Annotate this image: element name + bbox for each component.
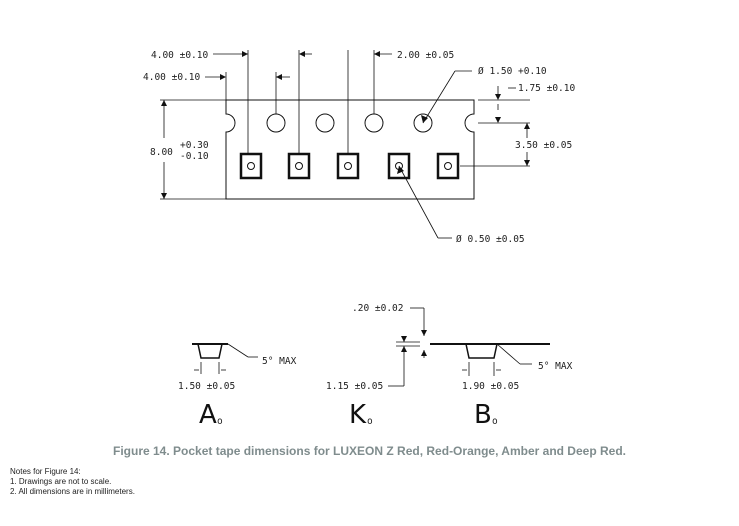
dim-line-edge-to-hole [478,86,530,124]
sprocket-hole [266,113,286,133]
arrowheads [161,51,530,356]
dim-hole-diameter: Ø 1.50 +0.10 [478,66,547,77]
view-label-a0: A [199,400,217,430]
dim-hole-to-pocket: 2.00 ±0.05 [397,50,454,61]
dim-a0-width: 1.50 ±0.05 [178,381,235,392]
sprocket-hole [413,113,433,133]
dim-tape-width-tol-minus: -0.10 [180,151,209,162]
view-label-b0-sub: o [492,416,498,427]
dim-b0-angle: 5° MAX [538,361,573,372]
pocket [436,152,460,180]
dim-b0-width: 1.90 ±0.05 [462,381,519,392]
dim-pitch-second: 4.00 ±0.10 [143,72,200,83]
b0-section [430,343,550,376]
notes-title: Notes for Figure 14: [10,467,81,476]
k0-section [388,307,425,387]
dim-line-tape-width [160,99,226,200]
figure-caption: Figure 14. Pocket tape dimensions for LU… [113,444,626,458]
view-label-k0: K [349,400,367,430]
pocket [287,152,311,180]
dim-line-pitch-second [205,72,290,114]
view-label-k0-sub: o [367,416,373,427]
dim-k0-depth: 1.15 ±0.05 [326,381,383,392]
dim-pocket-hole-diameter: Ø 0.50 ±0.05 [456,234,525,245]
a0-section [192,343,258,374]
notes: Notes for Figure 14: 1. Drawings are not… [10,467,135,497]
dim-thickness: .20 ±0.02 [352,303,403,314]
dim-line-pitch-top [213,50,312,154]
note-item: 1. Drawings are not to scale. [10,477,112,486]
dim-edge-to-hole: 1.75 ±0.10 [518,83,575,94]
dim-tape-width-tol-plus: +0.30 [180,140,209,151]
dim-hole-to-pocket-center: 3.50 ±0.05 [515,140,572,151]
dim-line-hole-to-pocket [347,50,392,154]
leader-hole-diameter [422,70,456,124]
note-item: 2. All dimensions are in millimeters. [10,487,135,496]
dim-pitch-top: 4.00 ±0.10 [151,50,208,61]
view-label-a0-sub: o [217,416,223,427]
sprocket-hole [364,113,384,133]
dim-tape-width-value: 8.00 [150,147,173,158]
tape-outline [225,99,475,200]
pocket [239,152,263,180]
dim-a0-angle: 5° MAX [262,356,297,367]
pocket [336,152,360,180]
view-label-b0: B [474,400,492,430]
sprocket-hole [315,113,335,133]
leader-pocket-hole [398,165,439,239]
